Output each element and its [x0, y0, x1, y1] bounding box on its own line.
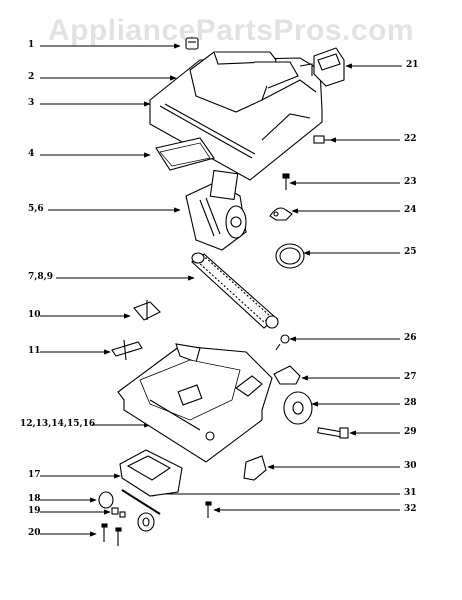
callout-17: 17: [28, 470, 41, 480]
callout-23: 23: [404, 177, 417, 187]
callout-1: 1: [28, 40, 35, 50]
callout-28: 28: [404, 398, 417, 408]
leader-lines-right: [147, 63, 402, 513]
part-10-bracket: [133, 300, 161, 321]
part-20-screws: [101, 523, 122, 546]
callout-3: 3: [28, 98, 35, 108]
part-11-bracket: [111, 339, 143, 361]
callout-12-16: 12,13,14,15,16: [20, 419, 96, 429]
callout-20: 20: [28, 528, 41, 538]
part-30-clip: [243, 455, 267, 481]
callout-7-8-9: 7,8,9: [28, 272, 54, 282]
part-18-wheel: [98, 491, 114, 509]
part-32-screw: [205, 501, 212, 518]
part-24-clip: [269, 207, 293, 221]
callout-2: 2: [28, 72, 35, 82]
callout-11: 11: [28, 346, 41, 356]
callout-31: 31: [404, 488, 417, 498]
callout-4: 4: [28, 149, 35, 159]
part-29-axle: [317, 427, 349, 439]
part-25-belt: [275, 243, 305, 269]
watermark-logo: AppliancePartsPros.com: [47, 14, 415, 47]
leader-lines-left: [40, 43, 195, 537]
part-5-6-motor: [185, 169, 247, 251]
part-2-3-hood: [149, 51, 323, 181]
part-22-screw: [313, 135, 330, 144]
callout-25: 25: [404, 247, 417, 257]
callout-18: 18: [28, 494, 41, 504]
part-4-plate: [155, 137, 215, 171]
part-19-spacer: [111, 507, 126, 518]
callout-32: 32: [404, 504, 417, 514]
callout-22: 22: [404, 134, 417, 144]
part-26-screw: [275, 334, 290, 351]
callout-19: 19: [28, 506, 41, 516]
callout-21: 21: [406, 60, 419, 70]
callout-26: 26: [404, 333, 417, 343]
part-7-8-9-brushroll: [191, 252, 279, 329]
callout-30: 30: [404, 461, 417, 471]
callout-27: 27: [404, 372, 417, 382]
part-31-rod: [121, 489, 161, 515]
callout-24: 24: [404, 205, 417, 215]
part-wheel-rear: [137, 512, 155, 532]
part-12-16-base: [117, 343, 273, 463]
callout-29: 29: [404, 427, 417, 437]
part-21-cover: [313, 47, 345, 87]
part-28-wheel: [283, 391, 313, 425]
part-23-screw: [282, 173, 290, 190]
part-1-knob: [185, 37, 199, 50]
callout-5-6: 5,6: [28, 204, 44, 214]
part-27-latch: [273, 365, 301, 385]
part-17-pedal: [119, 449, 183, 497]
callout-10: 10: [28, 310, 41, 320]
